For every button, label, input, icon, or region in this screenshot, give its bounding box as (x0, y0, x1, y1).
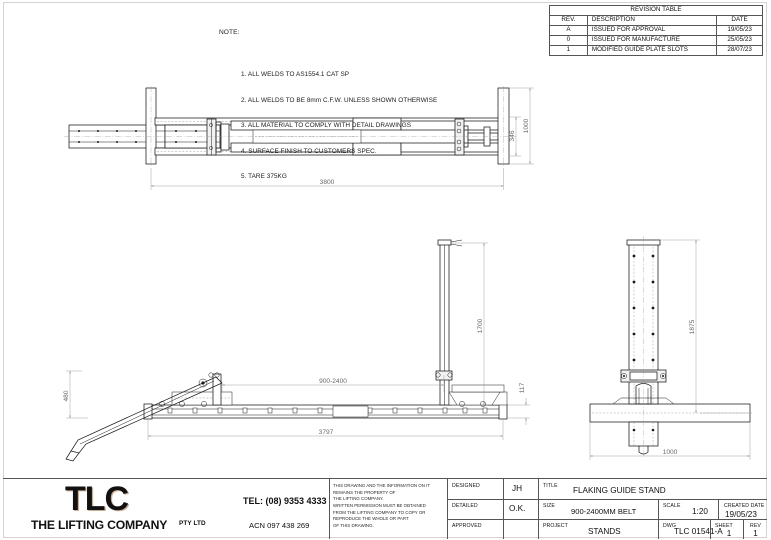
project-label: PROJECT (543, 523, 568, 529)
scale-label: SCALE (663, 503, 681, 509)
sheet-border-left (3, 2, 4, 538)
dwg-number: TLC 01541-A (674, 527, 723, 536)
logo-mark: TLC (65, 480, 129, 518)
tb-divider-legal-right (447, 479, 448, 539)
revision-header-date: DATE (716, 15, 763, 26)
dwg-label: DWG (663, 523, 676, 529)
tb-divider-sheet (710, 519, 711, 539)
logo-name: THE LIFTING COMPANY (31, 518, 168, 532)
contact-block: TEL: (08) 9353 4333 ACN 097 438 269 (221, 479, 329, 539)
tb-row-divider-2 (447, 519, 767, 520)
drawing-title: FLAKING GUIDE STAND (573, 486, 666, 495)
revision-desc-1: ISSUED FOR MANUFACTURE (586, 35, 718, 46)
plan-view: 3800 1000 346 (64, 86, 534, 190)
revision-header-rev: REV. (549, 15, 588, 26)
note-item-2: 2. ALL WELDS TO BE 8mm C.F.W. UNLESS SHO… (241, 96, 438, 104)
tb-divider-rev (743, 519, 744, 539)
dim-elev-base: 117 (519, 382, 526, 393)
revision-table: REVISION TABLE REV. DESCRIPTION DATE A I… (549, 5, 763, 56)
sheet-value: 1 (726, 529, 732, 538)
revision-desc-2: MODIFIED GUIDE PLATE SLOTS (586, 45, 718, 56)
project-value: STANDS (588, 527, 621, 536)
revision-header-desc: DESCRIPTION (586, 15, 718, 26)
created-date-value: 19/05/23 (725, 510, 757, 519)
dim-plan-length: 3800 (320, 179, 335, 186)
detailed-label: DETAILED (452, 503, 478, 509)
note-item-1: 1. ALL WELDS TO AS1554.1 CAT SP (241, 71, 350, 79)
table-row: 1 MODIFIED GUIDE PLATE SLOTS 28/07/23 (549, 45, 763, 56)
size-value: 900-2400MM BELT (571, 507, 637, 516)
revision-date-0: 19/05/23 (716, 25, 763, 36)
notes-heading: NOTE: (219, 28, 240, 36)
drawing-views: .sl { stroke:#1a1a1a; stroke-width:.75; … (63, 86, 752, 462)
sheet-border-top (3, 2, 767, 3)
designed-value: JH (512, 484, 523, 493)
tb-divider-initials (538, 479, 539, 539)
dim-plan-inner: 346 (509, 130, 516, 141)
revision-date-2: 28/07/23 (716, 45, 763, 56)
notes-block: NOTE: 1. ALL WELDS TO AS1554.1 CAT SP 2.… (219, 12, 437, 215)
note-item-3: 3. ALL MATERIAL TO COMPLY WITH DETAIL DR… (241, 122, 412, 130)
legal-notice-text: THIS DRAWING AND THE INFORMATION ON IT R… (333, 483, 430, 529)
dim-end-width: 1000 (663, 449, 678, 456)
rev-label: REV (750, 523, 761, 529)
revision-table-title-row: REVISION TABLE (549, 5, 763, 16)
logo-suffix: PTY LTD (179, 520, 206, 527)
note-item-4: 4. SURFACE FINISH TO CUSTOMERS SPEC. (241, 147, 377, 155)
tb-row-divider-1 (447, 499, 767, 500)
table-row: 0 ISSUED FOR MANUFACTURE 25/05/23 (549, 35, 763, 46)
rev-value: 1 (753, 529, 758, 538)
scale-value: 1:20 (692, 507, 708, 516)
dim-plan-width: 1000 (523, 118, 530, 133)
revision-date-1: 25/05/23 (716, 35, 763, 46)
tb-divider-legal-left (329, 479, 330, 539)
company-logo: TLC THE LIFTING COMPANY PTY LTD (3, 479, 221, 539)
sheet-border-bottom (3, 537, 767, 538)
end-elevation-view: 1875 1000 (589, 236, 752, 460)
tb-divider-date (718, 499, 719, 519)
side-elevation-view: 3797 1700 480 117 900-2400 (63, 239, 530, 462)
detailed-value: O.K. (509, 504, 526, 513)
sheet-border-right (766, 2, 767, 538)
revision-rev-0: A (549, 25, 588, 36)
revision-rev-1: 0 (549, 35, 588, 46)
revision-rev-2: 1 (549, 45, 588, 56)
acn-number: ACN 097 438 269 (249, 521, 310, 530)
dim-elev-length: 3797 (319, 429, 334, 436)
dim-elev-ramp: 480 (63, 390, 70, 401)
sheet-label: SHEET (715, 523, 733, 529)
table-row: A ISSUED FOR APPROVAL 19/05/23 (549, 25, 763, 36)
size-label: SIZE (543, 503, 555, 509)
created-date-label: CREATED DATE (724, 503, 765, 509)
dim-elev-span: 900-2400 (319, 378, 347, 385)
legal-notice: THIS DRAWING AND THE INFORMATION ON IT R… (329, 479, 447, 539)
dim-elev-mast: 1700 (477, 318, 484, 333)
tb-divider-role (503, 479, 504, 539)
telephone-number: TEL: (08) 9353 4333 (243, 496, 327, 506)
designed-label: DESIGNED (452, 483, 480, 489)
approved-label: APPROVED (452, 523, 482, 529)
note-item-5: 5. TARE 375KG (241, 172, 287, 180)
revision-desc-0: ISSUED FOR APPROVAL (586, 25, 718, 36)
revision-table-title: REVISION TABLE (549, 5, 763, 16)
revision-table-header-row: REV. DESCRIPTION DATE (549, 15, 763, 26)
title-block: TLC THE LIFTING COMPANY PTY LTD TEL: (08… (3, 478, 767, 539)
dim-end-height: 1875 (689, 319, 696, 334)
title-label: TITLE (543, 483, 558, 489)
